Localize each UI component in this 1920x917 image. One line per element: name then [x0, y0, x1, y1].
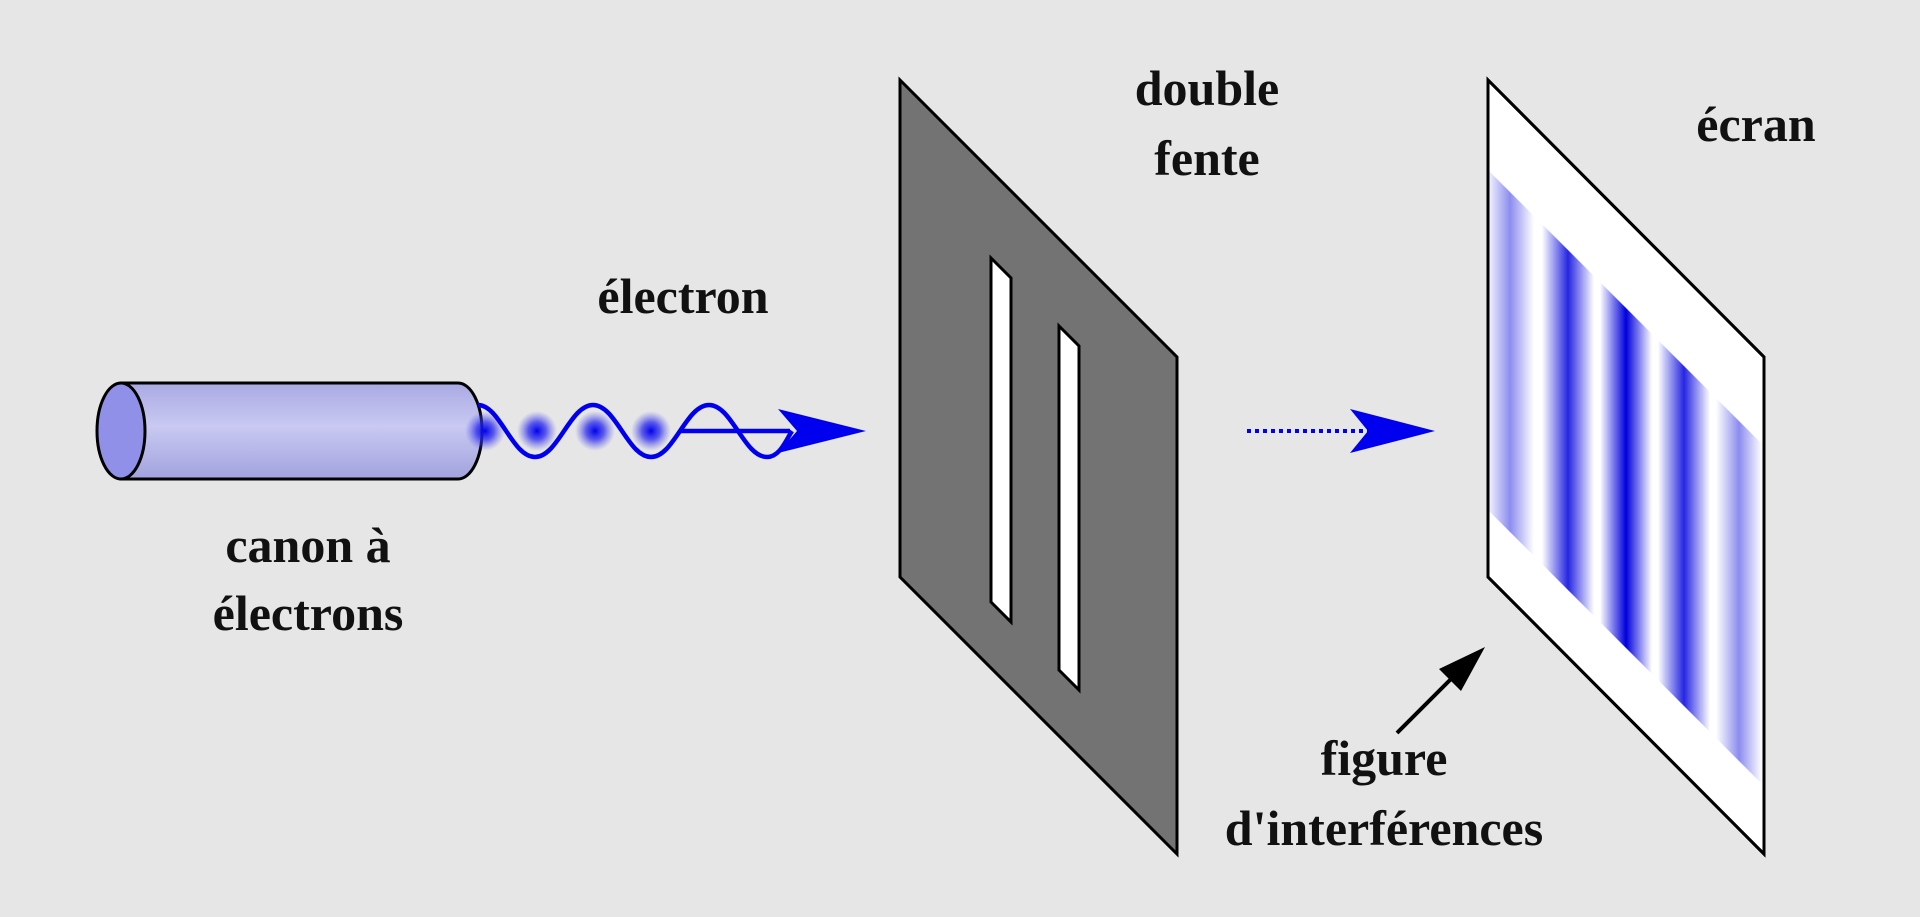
interference-fringes [1486, 168, 1762, 784]
double-slit [898, 76, 1179, 858]
fringe-band [1486, 168, 1534, 556]
gun-label-line1: canon à [225, 517, 390, 573]
gun-label-line2: électrons [213, 585, 404, 641]
slit-label-line1: double [1135, 60, 1280, 116]
electron-label: électron [597, 268, 768, 324]
gun-body [119, 381, 484, 481]
fringe-band [1600, 282, 1652, 674]
pointer-shaft [1395, 676, 1454, 735]
fringe-band [1542, 224, 1594, 616]
detection-screen [1486, 76, 1766, 858]
fringe-band [1716, 398, 1762, 784]
electron-dot [631, 411, 671, 451]
slit-plate [898, 76, 1179, 858]
slit-label-line2: fente [1154, 130, 1260, 186]
wave-curve [477, 402, 794, 460]
fringe-band [1658, 340, 1710, 732]
pattern-label-line2: d'interférences [1225, 800, 1543, 856]
pointer-head [1439, 647, 1485, 691]
electron-dot [465, 411, 505, 451]
pattern-label-line1: figure [1321, 730, 1448, 786]
gun-face [95, 381, 147, 481]
pattern-pointer [1395, 647, 1485, 735]
electron-dot [517, 411, 557, 451]
electron-gun [95, 381, 484, 481]
propagation-arrow [1247, 409, 1435, 453]
electron-wave [465, 402, 866, 460]
slit-opening [1057, 322, 1081, 694]
wave-arrow-head [778, 409, 866, 453]
screen-label: écran [1696, 96, 1816, 152]
electron-dot [575, 411, 615, 451]
dotted-arrow-head [1350, 409, 1435, 453]
slit-opening [989, 254, 1013, 626]
